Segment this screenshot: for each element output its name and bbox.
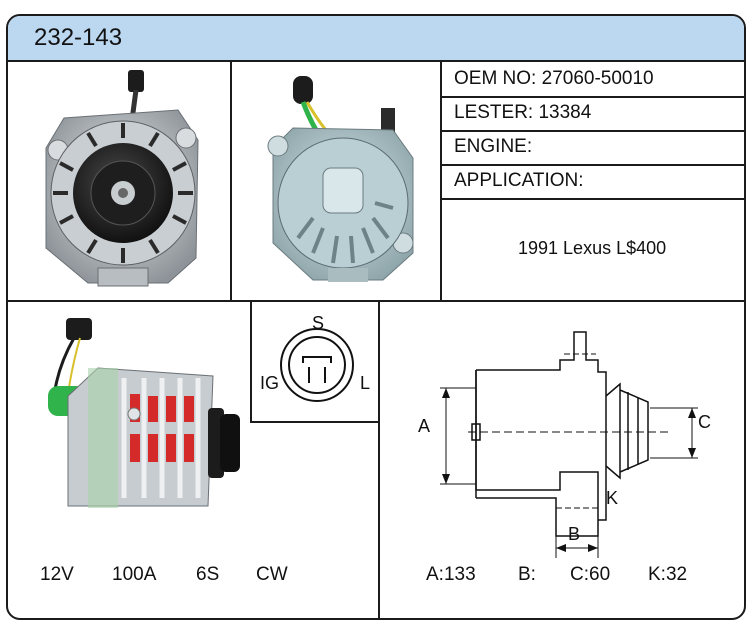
divider-info-1 xyxy=(440,96,744,98)
connector-label-ig: IG xyxy=(260,373,280,393)
dim-value-a: A:133 xyxy=(426,564,476,585)
dimension-drawing xyxy=(440,331,698,558)
lester-label: LESTER: xyxy=(454,102,534,123)
dim-value-k: K:32 xyxy=(648,564,688,585)
dim-label-c: C xyxy=(698,412,711,432)
divider-v2 xyxy=(440,60,442,300)
connector-box-left xyxy=(250,300,252,422)
oem-label: OEM NO: xyxy=(454,68,537,89)
engine-row: ENGINE: xyxy=(454,136,532,158)
divider-v1 xyxy=(230,60,232,300)
divider-info-3 xyxy=(440,164,744,166)
alternator-rear-image xyxy=(267,76,414,282)
divider-info-2 xyxy=(440,130,744,132)
connector-diagram xyxy=(280,328,354,402)
connector-label-s: S xyxy=(312,313,325,333)
engine-label: ENGINE: xyxy=(454,136,533,157)
spec-amperage: 100A xyxy=(112,564,157,585)
oem-value: 27060-50010 xyxy=(541,68,654,89)
part-number-title: 232-143 xyxy=(34,24,123,51)
alternator-front-image xyxy=(45,70,199,287)
oem-row: OEM NO: 27060-50010 xyxy=(454,68,654,90)
dim-label-a: A xyxy=(418,416,431,436)
spec-pulley: 6S xyxy=(196,564,220,585)
product-card: 232-143 OEM NO: 27060-50010 LESTER: 1338… xyxy=(6,14,746,620)
dim-label-k: K xyxy=(606,488,619,508)
application-label: APPLICATION: xyxy=(454,170,584,191)
application-value: 1991 Lexus L$400 xyxy=(518,238,667,258)
alternator-side-image xyxy=(48,318,240,508)
divider-v3 xyxy=(378,300,380,618)
dim-label-b: B xyxy=(568,524,581,544)
connector-box-bottom xyxy=(250,421,380,423)
spec-voltage: 12V xyxy=(40,564,74,585)
dim-value-b: B: xyxy=(518,564,536,585)
lester-row: LESTER: 13384 xyxy=(454,102,591,124)
spec-rotation: CW xyxy=(256,564,288,585)
application-row: APPLICATION: xyxy=(454,170,584,192)
divider-h-main xyxy=(8,300,744,302)
divider-info-4 xyxy=(440,198,744,200)
dim-value-c: C:60 xyxy=(570,564,611,585)
lester-value: 13384 xyxy=(538,102,592,123)
header-bar: 232-143 xyxy=(8,16,744,62)
connector-label-l: L xyxy=(360,373,371,393)
